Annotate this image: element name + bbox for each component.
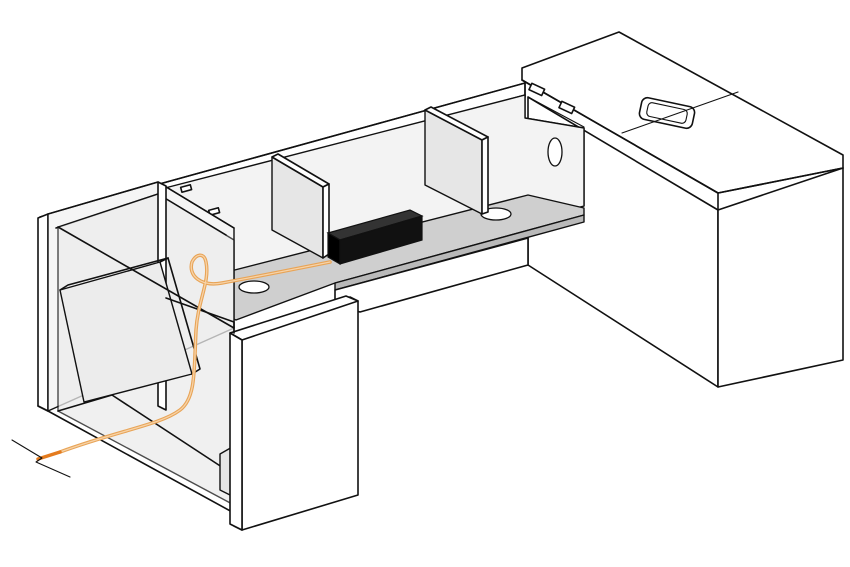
divider-panels [271, 106, 489, 259]
grommet-cutout [638, 96, 696, 130]
cable-route [11, 253, 332, 478]
shelf-grommet-hole-left [238, 280, 270, 294]
shelf-front-edge [334, 214, 585, 291]
left-outer-panel [37, 213, 49, 412]
power-unit-box [326, 209, 424, 266]
cable-tray-shelf [175, 194, 585, 321]
cable-break-mark [11, 439, 71, 478]
return-top-seam [621, 91, 739, 134]
front-end-panel [57, 226, 359, 531]
hinge-brackets [179, 82, 576, 216]
power-cable-inner [59, 254, 331, 453]
return-cabinet-side [717, 167, 844, 388]
rear-cable-hole-right [547, 137, 563, 167]
